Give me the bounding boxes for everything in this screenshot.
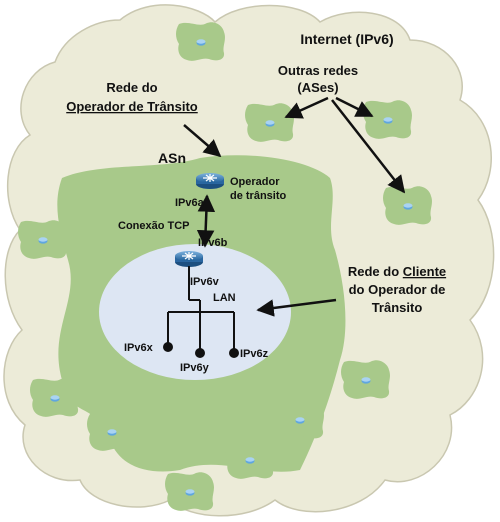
host-y-node <box>195 348 205 358</box>
arrow-to-as-4 <box>331 99 406 194</box>
transit-operator-label-2: de trânsito <box>230 190 287 202</box>
arrow-to-as-3 <box>335 96 374 118</box>
host-y-label: IPv6y <box>180 362 210 374</box>
lan-bus <box>167 266 235 350</box>
arrow-to-lan <box>256 298 337 317</box>
router-b-label: IPv6b <box>198 237 228 249</box>
small-as-5 <box>18 220 67 259</box>
small-as-9 <box>225 440 274 479</box>
router-a-icon <box>195 172 225 190</box>
internet-label: Internet (IPv6) <box>300 31 393 47</box>
transit-operator-label-1: Operador <box>230 176 280 188</box>
small-as-2 <box>245 103 294 142</box>
arrow-to-transit-as <box>183 124 222 158</box>
other-networks-label-2: (ASes) <box>297 80 338 95</box>
tcp-connection-arrow <box>196 194 216 248</box>
transit-network-label-1: Rede do <box>106 80 157 95</box>
customer-network-label-1: Rede do Cliente <box>348 264 446 279</box>
tcp-connection-label: Conexão TCP <box>118 220 190 232</box>
router-v-icon <box>174 250 204 268</box>
small-as-11 <box>30 378 79 417</box>
host-z-label: IPv6z <box>240 348 269 360</box>
customer-network-label-2: do Operador de <box>349 282 446 297</box>
small-as-6 <box>341 360 390 399</box>
transit-network-label-2: Operador de Trânsito <box>66 99 198 114</box>
router-a-label: IPv6a <box>175 197 205 209</box>
host-z-node <box>229 348 239 358</box>
lan-label: LAN <box>213 292 236 304</box>
arrow-to-as-2 <box>284 96 329 119</box>
small-as-1 <box>176 22 225 61</box>
small-as-7 <box>275 400 324 439</box>
customer-network-label-3: Trânsito <box>372 300 423 315</box>
small-as-3 <box>363 100 412 139</box>
other-networks-label-1: Outras redes <box>278 63 358 78</box>
host-x-node <box>163 342 173 352</box>
host-x-label: IPv6x <box>124 342 154 354</box>
small-as-4 <box>383 186 432 225</box>
small-as-10 <box>165 472 214 511</box>
small-as-8 <box>87 412 136 451</box>
router-v-label: IPv6v <box>190 276 220 288</box>
asn-label: ASn <box>158 150 186 166</box>
